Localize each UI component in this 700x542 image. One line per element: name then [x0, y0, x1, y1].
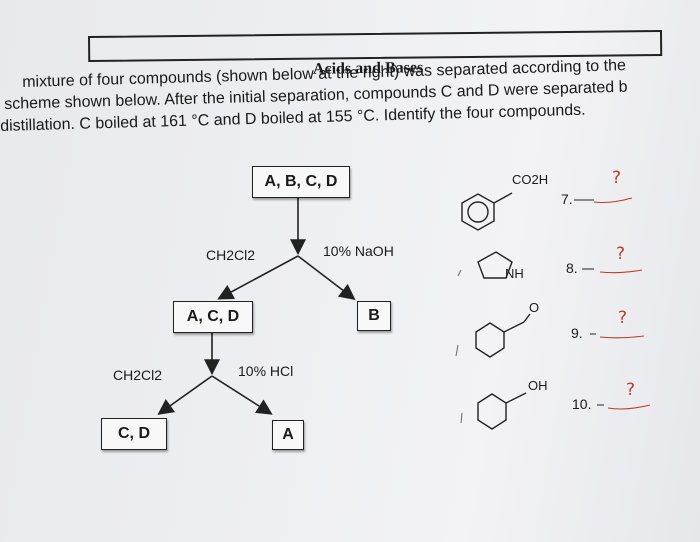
- answer-number-7: 7.: [561, 191, 573, 207]
- solvent-label-2: CH2Cl2: [113, 367, 163, 383]
- question-mark-10: ?: [626, 380, 636, 400]
- box-acd: A, C, D: [173, 301, 253, 333]
- benzoic-acid-structure: [461, 192, 513, 231]
- question-mark-8: ?: [616, 244, 626, 264]
- box-cd: C, D: [101, 418, 167, 450]
- pencil-marks: [455, 269, 463, 424]
- answer-lines: [574, 199, 604, 406]
- arrow-to-acd: [217, 255, 299, 300]
- question-mark-7: ?: [612, 168, 622, 188]
- reagent-hcl-label: 10% HCl: [238, 363, 294, 379]
- amine-label: NH: [505, 266, 524, 281]
- cyclohexylmethanol-structure: [477, 392, 527, 430]
- handwritten-underlines: [593, 197, 651, 410]
- box-a: A: [272, 420, 304, 450]
- carbonyl-label: O: [529, 300, 540, 315]
- pyrrolidine-structure: [477, 251, 513, 279]
- question-mark-9: ?: [618, 308, 628, 328]
- hydroxyl-label: OH: [528, 378, 548, 393]
- arrow-to-cd: [157, 375, 213, 415]
- solvent-label-1: CH2Cl2: [206, 247, 256, 263]
- answer-number-9: 9.: [571, 325, 583, 341]
- box-b: B: [357, 301, 391, 331]
- box-abcd: A, B, C, D: [252, 166, 350, 198]
- cyclohexanone-structure: [475, 313, 531, 358]
- reagent-naoh-label: 10% NaOH: [323, 243, 394, 259]
- answer-number-10: 10.: [572, 396, 592, 412]
- answer-number-8: 8.: [566, 260, 578, 276]
- arrow-to-a: [211, 375, 273, 415]
- arrow-to-b: [297, 255, 356, 300]
- carboxyl-label: CO2H: [512, 172, 549, 187]
